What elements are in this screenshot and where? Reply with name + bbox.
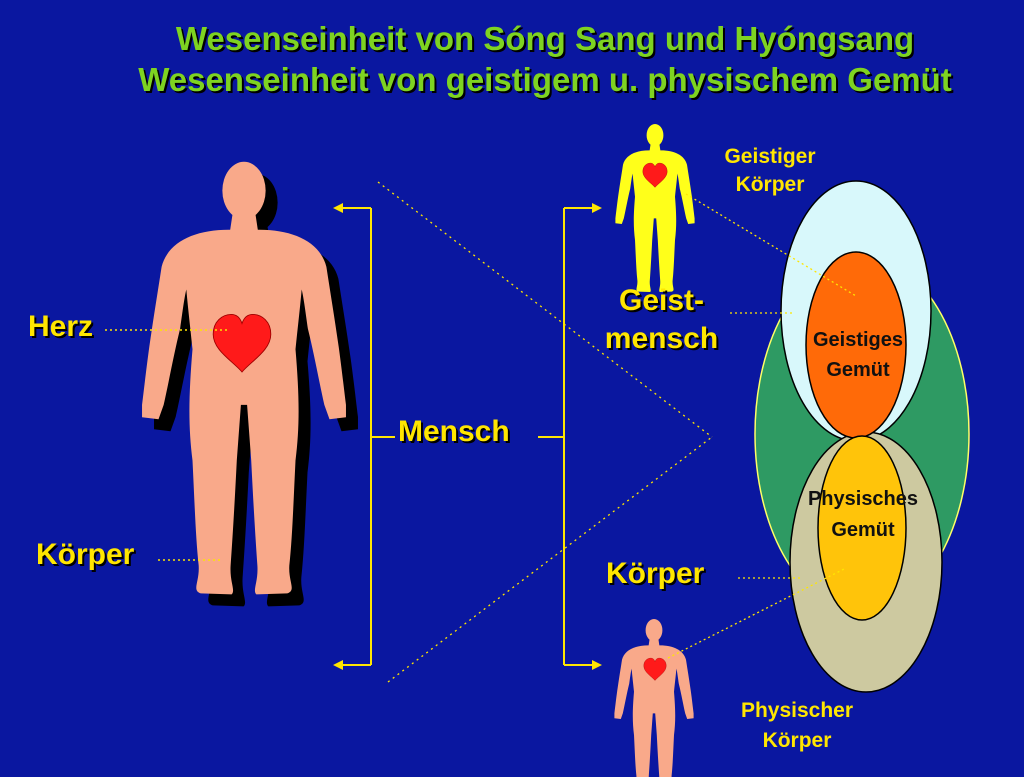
label-mensch: Mensch xyxy=(398,415,510,448)
label-physischer-koerper-line1: Physischer xyxy=(740,699,854,722)
right-leader-lines xyxy=(667,193,857,659)
label-geistiger-koerper-line2: Körper xyxy=(735,173,805,196)
title-line-2: Wesenseinheit von geistigem u. physische… xyxy=(138,61,952,98)
funnel-lines xyxy=(377,181,713,683)
label-herz: Herz xyxy=(28,310,94,343)
title-line-1: Wesenseinheit von Sóng Sang und Hyóngsan… xyxy=(175,20,915,57)
label-geistmensch-line2: mensch xyxy=(604,322,719,355)
label-physischer-koerper: Physischer Körper xyxy=(722,696,872,756)
mind-body-ovals xyxy=(754,180,970,693)
label-geistiges-gemuet-line1: Geistiges xyxy=(812,329,904,351)
physical-figure xyxy=(614,619,694,777)
left-bracket-arrowheads xyxy=(333,203,343,670)
label-geistmensch: Geist- mensch xyxy=(594,282,729,358)
label-geistiger-koerper: Geistiger Körper xyxy=(708,143,832,199)
right-bracket-arrowheads xyxy=(592,203,602,670)
label-geistiges-gemuet-line2: Gemüt xyxy=(826,359,890,381)
label-physisches-gemuet-line1: Physisches xyxy=(807,488,919,510)
left-leader-lines xyxy=(105,329,228,561)
right-bracket xyxy=(538,207,594,666)
label-geistiges-gemuet: Geistiges Gemüt xyxy=(790,325,926,385)
label-koerper-left: Körper xyxy=(36,538,135,571)
label-physischer-koerper-line2: Körper xyxy=(762,729,832,752)
label-physisches-gemuet-line2: Gemüt xyxy=(831,519,895,541)
left-bracket xyxy=(341,207,395,666)
physisches-gemuet-oval xyxy=(817,435,907,621)
label-geistmensch-line1: Geist- xyxy=(618,284,705,317)
label-geistiger-koerper-line1: Geistiger xyxy=(724,145,816,168)
spirit-figure xyxy=(615,124,695,292)
label-physisches-gemuet: Physisches Gemüt xyxy=(788,484,938,546)
label-koerper-right: Körper xyxy=(606,557,705,590)
